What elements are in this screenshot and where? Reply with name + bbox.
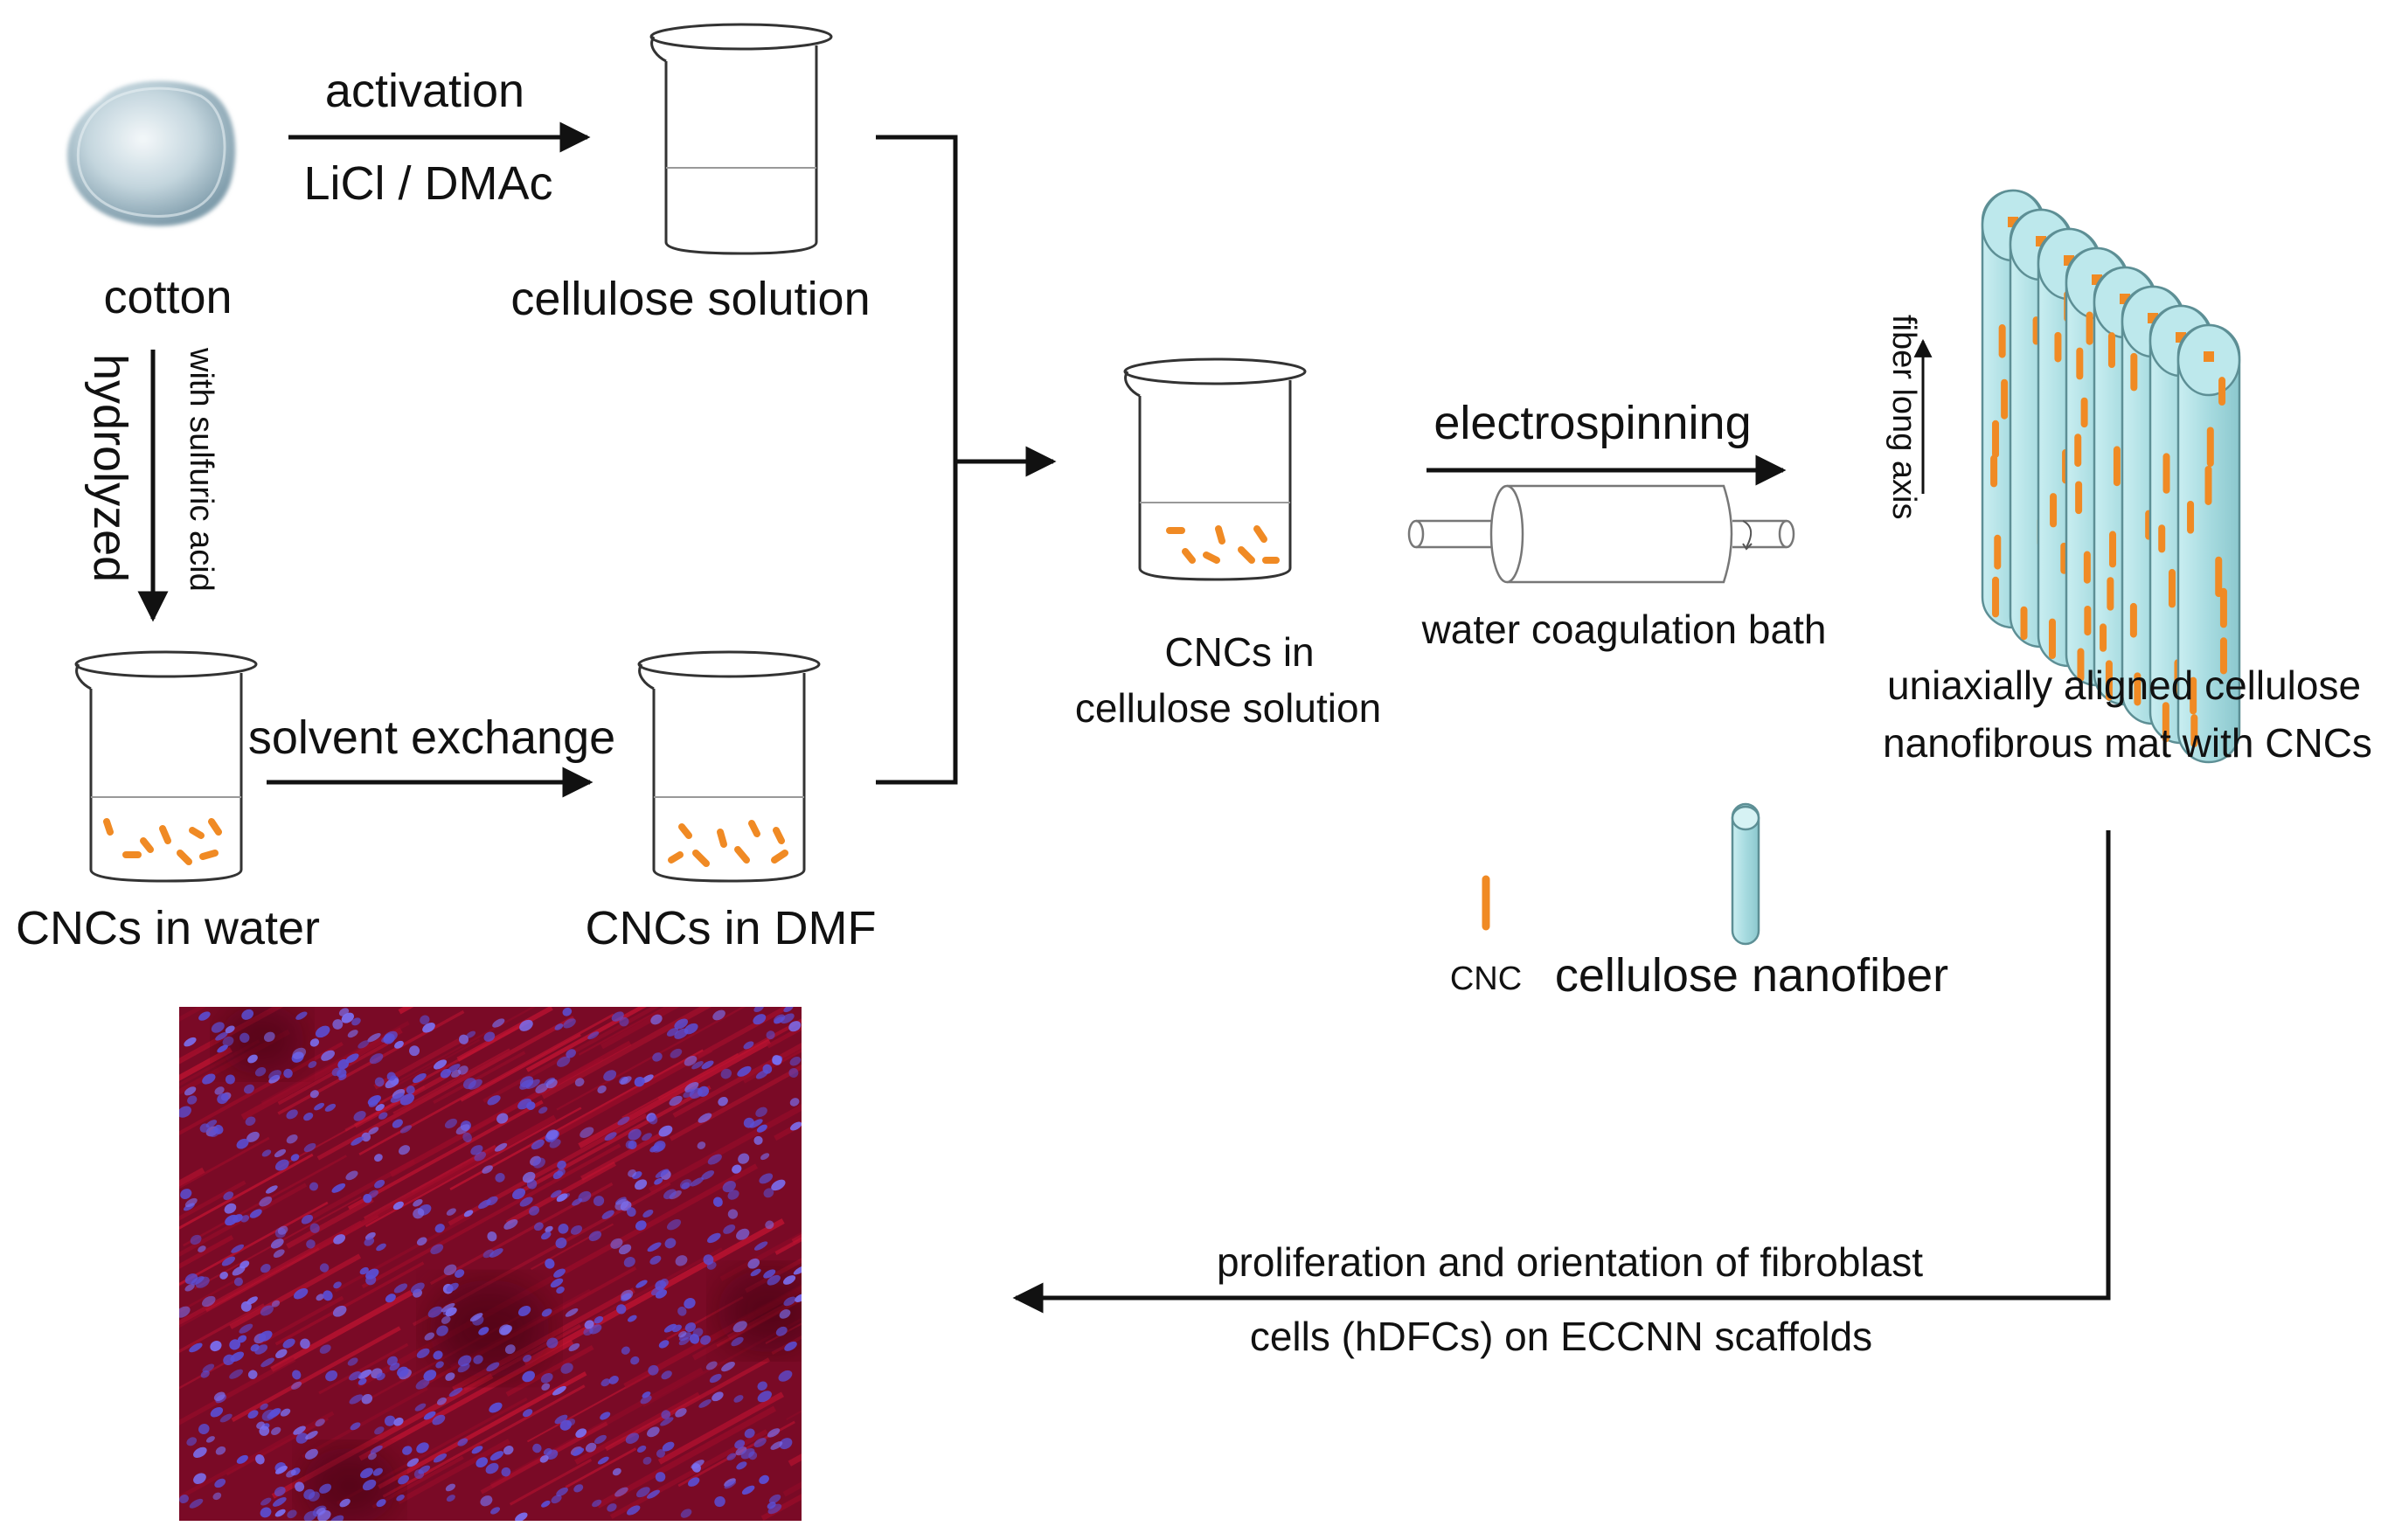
merge-bracket [876,135,958,785]
cncs-cellulose-solution-label: cellulose solution [1075,685,1381,731]
cncs-in-dmf-label: CNCs in DMF [586,902,877,954]
sulfuric-acid-label: with sulfuric acid [183,347,219,592]
legend-cnc-label: CNC [1450,961,1522,997]
cnc-particles [103,818,222,865]
cncs-in-label: CNCs in [1164,629,1314,675]
beaker-icon [649,23,833,255]
beaker-icon [1123,357,1307,581]
hydrolyzed-label: hydrolyzed [84,354,136,582]
cnc-rod [2204,351,2214,362]
fiber-icon [1731,802,1760,946]
licl-dmac-label: LiCl / DMAc [303,157,552,210]
electrospinning-label: electrospinning [1433,397,1751,449]
cellulose-solution-label: cellulose solution [510,273,870,325]
beaker-icon [637,650,821,883]
cnc-particles [668,820,788,867]
fiber-icon [2176,323,2241,764]
aligned-fiber-mat [1981,189,2241,764]
cncs-in-water-label: CNCs in water [16,902,320,954]
cnc-particles [1166,525,1280,564]
proliferation-arrow [1012,830,2111,1314]
micrograph-image [179,1007,802,1521]
legend-nanofiber-label: cellulose nanofiber [1555,949,1948,1002]
fiber-long-axis-label: fiber long axis [1885,315,1922,519]
solvent-exchange-label: solvent exchange [248,711,615,764]
mat-label-line2: nanofibrous mat with CNCs [1883,720,2372,766]
cotton-ball-icon [66,80,236,226]
proliferation-label-line2: cells (hDFCs) on ECCNN scaffolds [1250,1314,1872,1359]
proliferation-label-line1: proliferation and orientation of fibrobl… [1217,1239,1923,1285]
activation-label: activation [325,65,524,117]
water-coagulation-bath-label: water coagulation bath [1421,607,1827,652]
mat-label-line1: uniaxially aligned cellulose [1887,662,2361,708]
roller-collector-icon [1407,484,1795,584]
cotton-label: cotton [103,271,232,323]
beaker-icon [74,650,258,883]
